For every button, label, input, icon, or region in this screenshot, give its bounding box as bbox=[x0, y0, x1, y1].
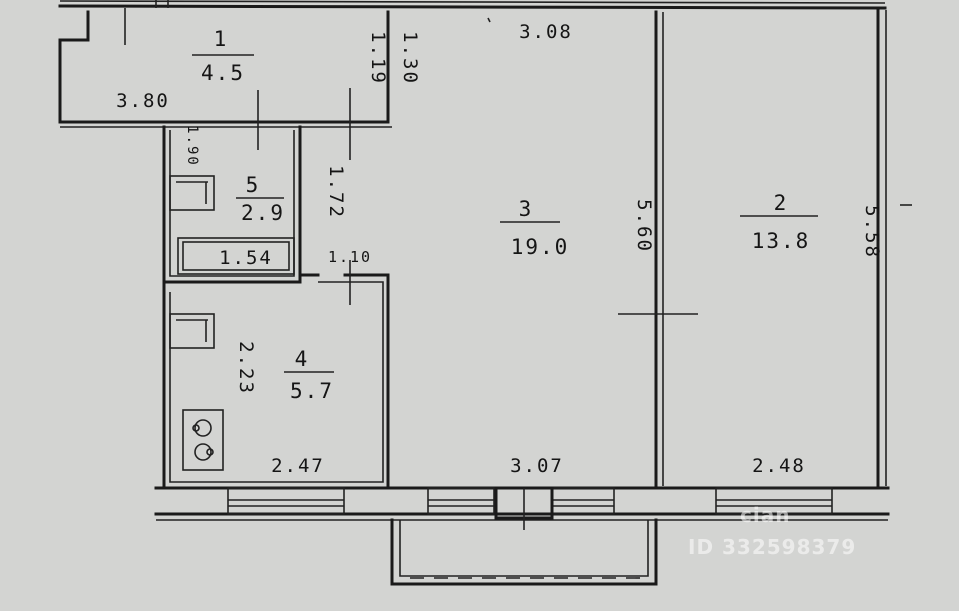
walls bbox=[58, 0, 912, 586]
dim-room2-height: 5.58 bbox=[861, 205, 883, 259]
dim-hall-length: 3.80 bbox=[116, 90, 170, 112]
room-2-number: 2 bbox=[774, 191, 789, 215]
stove-icon bbox=[182, 409, 224, 471]
dim-room3-bottom: 3.07 bbox=[510, 455, 564, 477]
room-2-label: 2 13.8 bbox=[740, 191, 818, 253]
fixtures bbox=[169, 175, 295, 471]
watermark: cian ID 332598379 bbox=[688, 503, 856, 559]
room-5-area: 2.9 bbox=[241, 201, 285, 225]
dim-room3-height: 5.60 bbox=[633, 199, 655, 253]
room-1-label: 1 4.5 bbox=[192, 27, 254, 85]
dim-door: 1.10 bbox=[328, 248, 372, 266]
dim-kitchen-length: 2.47 bbox=[271, 455, 325, 477]
dim-top-center: 3.08 bbox=[519, 21, 573, 43]
room-4-area: 5.7 bbox=[290, 379, 334, 403]
room-4-label: 4 5.7 bbox=[284, 347, 334, 403]
dimensions: 3.08 3.80 1.19 1.30 1.90 1.72 1.54 1.10 … bbox=[116, 21, 883, 477]
room-3-area: 19.0 bbox=[511, 235, 570, 259]
dim-hall-width-b: 1.30 bbox=[399, 31, 421, 85]
dim-room2-bottom: 2.48 bbox=[752, 455, 806, 477]
watermark-id: ID 332598379 bbox=[688, 535, 856, 559]
dim-bathtub: 1.54 bbox=[219, 247, 273, 269]
room-5-number: 5 bbox=[246, 173, 261, 197]
kitchen-sink-icon bbox=[169, 313, 215, 349]
room-1-number: 1 bbox=[214, 27, 229, 51]
dim-bath-width: 1.90 bbox=[184, 125, 200, 167]
sink-icon bbox=[169, 175, 215, 211]
room-4-number: 4 bbox=[295, 347, 310, 371]
room-2-area: 13.8 bbox=[752, 229, 811, 253]
room-1-area: 4.5 bbox=[201, 61, 245, 85]
dim-kitchen-width: 2.23 bbox=[235, 341, 257, 395]
dim-corridor: 1.72 bbox=[325, 165, 347, 219]
room-3-label: 3 19.0 bbox=[500, 197, 570, 259]
room-5-label: 5 2.9 bbox=[236, 173, 285, 225]
watermark-brand: cian bbox=[740, 503, 790, 527]
room-3-number: 3 bbox=[519, 197, 534, 221]
dim-hall-width-a: 1.19 bbox=[367, 31, 389, 85]
bathtub-icon bbox=[177, 237, 295, 275]
